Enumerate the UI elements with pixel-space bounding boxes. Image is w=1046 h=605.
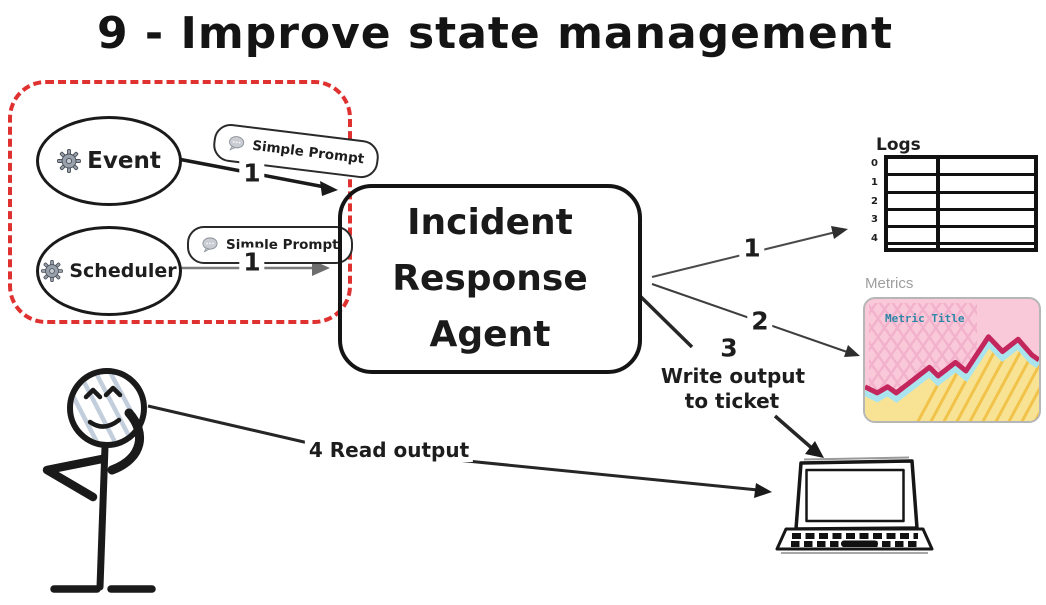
arrow-label-metrics: 2	[747, 306, 773, 336]
arrow-label-ticket: 3	[716, 333, 742, 363]
incident-response-agent-node: Incident Response Agent	[338, 184, 642, 374]
prompt-badge-scheduler: Simple Prompt	[187, 226, 353, 264]
laptop-icon	[775, 456, 934, 554]
table-row	[888, 211, 1034, 229]
page-title: 9 - Improve state management	[96, 8, 894, 59]
metric-chart-title: Metric Title	[885, 312, 965, 325]
speech-bubble-icon	[229, 136, 245, 151]
arrow-label-scheduler: 1	[239, 247, 265, 277]
event-node: Event	[36, 116, 182, 206]
person-figure	[42, 368, 156, 593]
table-row	[888, 194, 1034, 211]
gear-icon	[57, 149, 82, 173]
logs-row-label: 2	[871, 195, 878, 207]
table-row	[888, 176, 1034, 194]
metrics-chart: Metric Title	[863, 297, 1041, 423]
event-label: Event	[87, 148, 161, 174]
prompt-badge-event: Simple Prompt	[211, 122, 381, 180]
logs-table	[884, 155, 1038, 252]
logs-row-label: 1	[871, 176, 878, 188]
agent-title-line1: Incident	[407, 202, 573, 243]
table-column-divider	[936, 159, 940, 248]
metrics-line-chart	[865, 334, 1039, 421]
prompt-badge-label: Simple Prompt	[251, 137, 366, 168]
logs-row-label: 4	[871, 233, 878, 244]
arrow-label-event: 1	[239, 158, 265, 188]
scheduler-node: Scheduler	[36, 226, 182, 316]
agent-title-line3: Agent	[429, 314, 551, 355]
ticket-note-line1: Write output	[656, 364, 810, 388]
logs-row-labels: 0 1 2 3 4	[864, 157, 878, 246]
logs-row-label: 3	[871, 214, 878, 226]
read-output-label: 4 Read output	[304, 438, 474, 462]
logs-row-label: 0	[871, 158, 878, 169]
table-row	[888, 159, 1034, 177]
speech-bubble-icon	[202, 237, 218, 253]
arrow-label-logs: 1	[739, 233, 765, 263]
table-row	[888, 228, 1034, 246]
agent-title-line2: Response	[392, 258, 588, 299]
ticket-note-line2: to ticket	[680, 389, 784, 413]
logs-title: Logs	[876, 135, 921, 155]
gear-icon	[41, 260, 64, 282]
metrics-title: Metrics	[865, 275, 914, 292]
scheduler-label: Scheduler	[69, 260, 177, 282]
